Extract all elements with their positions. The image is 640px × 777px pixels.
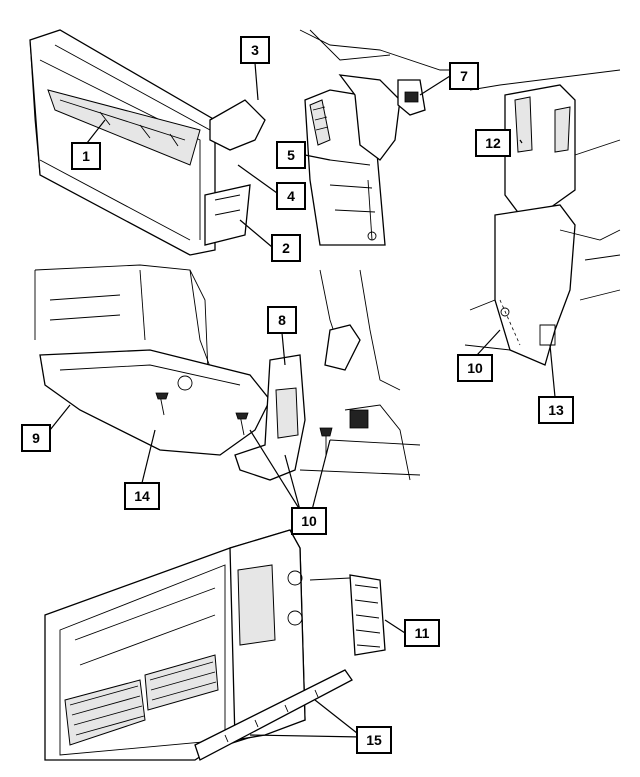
windshield-frame-view [29, 29, 266, 256]
callout-7: 7 [449, 62, 479, 90]
callout-4: 4 [276, 182, 306, 210]
b-pillar-view [299, 29, 470, 246]
callout-9: 9 [21, 424, 51, 452]
callout-5-label: 5 [287, 147, 295, 163]
callout-10-pillar: 10 [457, 354, 493, 382]
callout-10-floor: 10 [291, 507, 327, 535]
callout-12: 12 [475, 129, 511, 157]
callout-2-label: 2 [282, 240, 290, 256]
tailgate-view [44, 529, 386, 761]
callout-3-label: 3 [251, 42, 259, 58]
callout-8: 8 [267, 306, 297, 334]
callout-14-label: 14 [134, 488, 150, 504]
cowl-side-view [34, 264, 421, 481]
c-pillar-view [464, 69, 621, 366]
callout-11: 11 [404, 619, 440, 647]
callout-1: 1 [71, 142, 101, 170]
callout-15-label: 15 [366, 732, 382, 748]
callout-8-label: 8 [278, 312, 286, 328]
callout-14: 14 [124, 482, 160, 510]
callout-7-label: 7 [460, 68, 468, 84]
callout-11-label: 11 [415, 625, 430, 641]
callout-3: 3 [240, 36, 270, 64]
callout-13: 13 [538, 396, 574, 424]
callout-15: 15 [356, 726, 392, 754]
callout-9-label: 9 [32, 430, 40, 446]
callout-13-label: 13 [548, 402, 564, 418]
callout-10-pillar-label: 10 [467, 360, 483, 376]
callout-4-label: 4 [287, 188, 295, 204]
callout-10-floor-label: 10 [301, 513, 317, 529]
leader-lines [49, 62, 556, 738]
callout-1-label: 1 [82, 148, 90, 164]
callout-5: 5 [276, 141, 306, 169]
callout-2: 2 [271, 234, 301, 262]
callout-12-label: 12 [485, 135, 501, 151]
